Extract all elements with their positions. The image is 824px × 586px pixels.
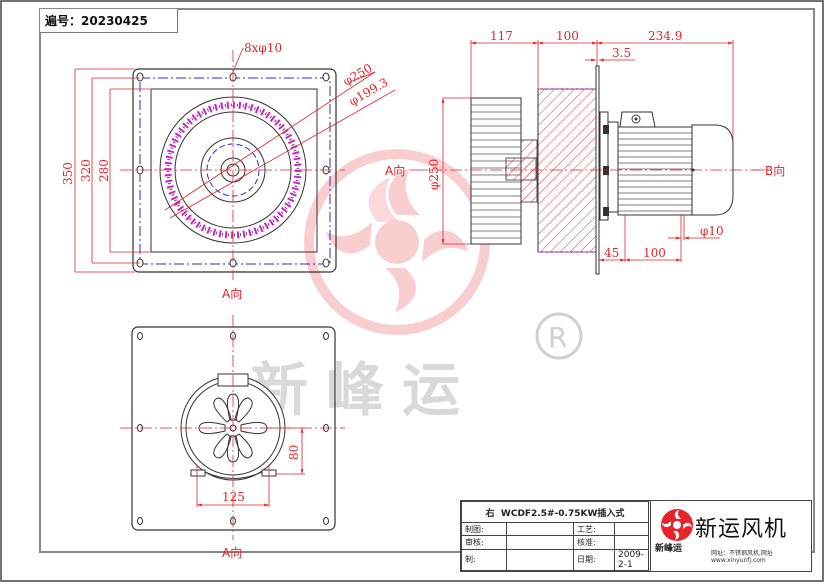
- side-view: 117 100 234.9 3.5 φ250 45 100 φ10 A向 B向: [385, 29, 785, 275]
- value-review: [506, 535, 574, 550]
- value-process: [614, 522, 649, 537]
- view-label-a-front: A向: [222, 286, 242, 301]
- label-review: 审核:: [461, 535, 507, 550]
- view-label-a-side: A向: [385, 163, 405, 178]
- label-drawn: 制图:: [461, 522, 507, 537]
- title-prefix: 右: [485, 508, 495, 519]
- dim-45: 45: [604, 246, 619, 260]
- value-made: [506, 548, 574, 572]
- drawing-number: 20230425: [81, 14, 148, 28]
- model-title: 右 WCDF2.5#-0.75KW插入式: [461, 500, 649, 524]
- dim-100-bottom: 100: [643, 246, 666, 260]
- model-name: WCDF2.5#-0.75KW插入式: [500, 508, 625, 519]
- dim-320: 320: [79, 159, 93, 182]
- motor-end-view: 125 80 A向: [120, 315, 345, 560]
- watermark-text: 新峰运: [250, 356, 478, 424]
- brand-mini-name: 新峰运: [655, 544, 683, 554]
- inner-frame: [39, 8, 815, 553]
- brand-web-line: 网址：不锈钢风机,网址: [711, 550, 773, 557]
- dim-3-5: 3.5: [612, 46, 631, 60]
- value-drawn: [506, 522, 574, 537]
- dim-350: 350: [61, 162, 75, 185]
- dim-dia-250-side: φ250: [427, 159, 441, 190]
- dim-234-9: 234.9: [648, 29, 682, 43]
- value-approve: [614, 535, 649, 550]
- label-process: 工艺:: [573, 522, 615, 537]
- drawing-number-box: 遍号：20230425: [40, 9, 178, 33]
- dim-80: 80: [287, 445, 301, 460]
- dim-dia-10: φ10: [700, 224, 724, 238]
- brand-logo-icon: [661, 509, 693, 541]
- drawing-number-label: 遍号：: [45, 14, 82, 28]
- brand-area: 新峰运 新运风机 网址：不锈钢风机,网址 www.xinyunfj.com: [650, 501, 812, 571]
- svg-text:R: R: [548, 321, 567, 354]
- title-block: 右 WCDF2.5#-0.75KW插入式 制图: 工艺: 审核: 核准: 制: …: [460, 500, 812, 572]
- front-view: 8xφ10 φ250 φ199.3 350 320 280 A向: [61, 41, 396, 301]
- holes-dimension: 8xφ10: [244, 41, 282, 55]
- view-label-b: B向: [765, 163, 785, 178]
- dim-280: 280: [97, 159, 111, 182]
- dim-100-top: 100: [556, 29, 579, 43]
- label-made: 制:: [461, 548, 507, 572]
- label-approve: 核准:: [573, 535, 615, 550]
- title-block-table: 右 WCDF2.5#-0.75KW插入式 制图: 工艺: 审核: 核准: 制: …: [461, 500, 649, 572]
- label-date: 日期:: [573, 548, 615, 572]
- registered-mark: R: [535, 312, 583, 360]
- brand-name: 新运风机: [695, 517, 788, 542]
- view-label-a-motor: A向: [222, 545, 242, 560]
- value-date: 2009-2-1: [614, 548, 649, 572]
- dim-117: 117: [490, 29, 513, 43]
- dim-125: 125: [222, 490, 245, 504]
- brand-url: www.xinyunfj.com: [711, 557, 766, 564]
